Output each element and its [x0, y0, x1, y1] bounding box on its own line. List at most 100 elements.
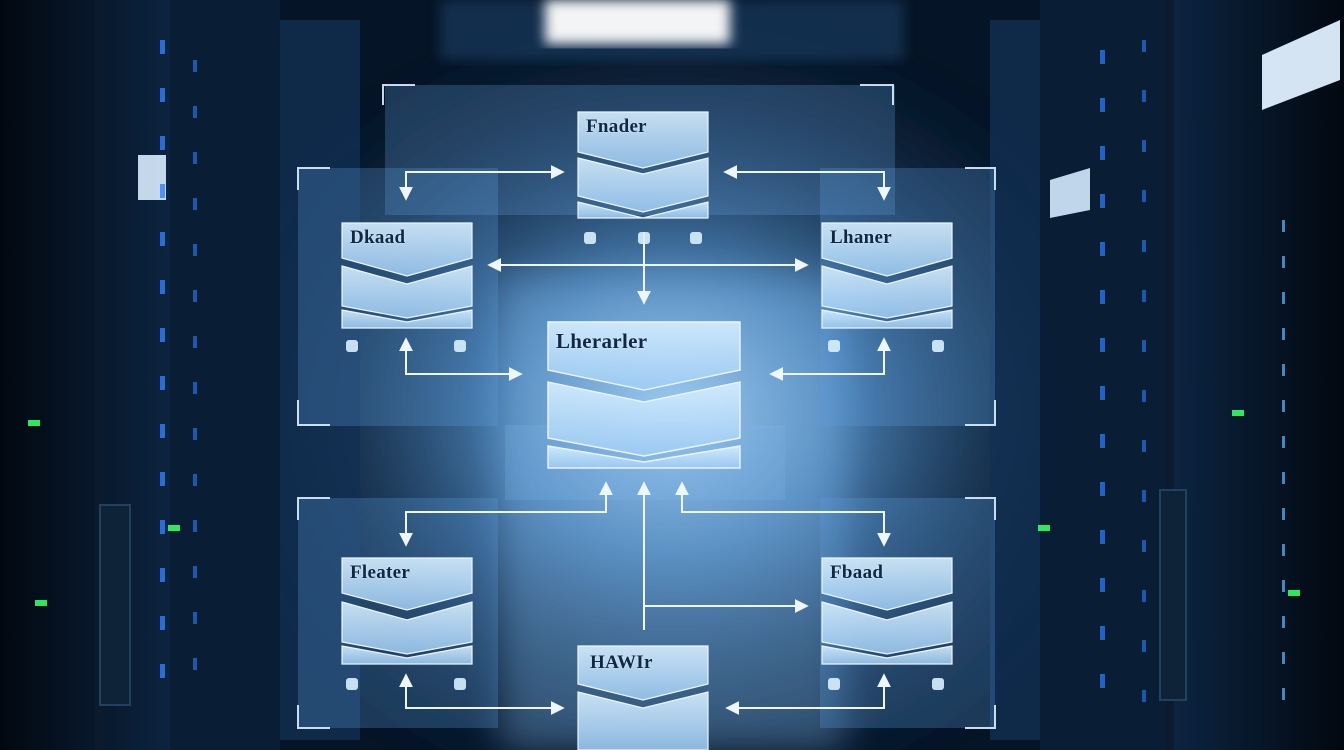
connector-node: [638, 232, 650, 244]
left-server-racks: [0, 0, 360, 750]
rack-led: [1282, 652, 1285, 664]
rack-led: [193, 612, 197, 624]
rack-led: [160, 568, 165, 582]
rack-led: [193, 152, 197, 164]
block-right-upper-shape: [821, 222, 953, 329]
rack-led: [193, 428, 197, 440]
block-center-label: Lherarler: [556, 329, 648, 353]
rack-led: [160, 664, 165, 678]
rack-led: [160, 616, 165, 630]
arrow: [399, 673, 565, 715]
rack-led: [160, 232, 165, 246]
rack-led: [160, 280, 165, 294]
rack-led: [1100, 578, 1105, 592]
rack-led: [193, 198, 197, 210]
rack-led: [1282, 472, 1285, 484]
rack-led: [35, 600, 47, 606]
block-left-upper-shape: [341, 222, 473, 329]
connector-node: [454, 678, 466, 690]
rack-led: [1100, 434, 1105, 448]
rack-led: [193, 658, 197, 670]
rack-led: [1282, 508, 1285, 520]
rack-led: [1100, 50, 1105, 64]
block-shapes: [341, 111, 953, 750]
rack-led: [160, 376, 165, 390]
rack-led: [1142, 140, 1146, 152]
connector-node: [828, 678, 840, 690]
connector-nodes: [346, 232, 944, 690]
rack-led: [193, 474, 197, 486]
rack-led: [1142, 540, 1146, 552]
rack-led: [1100, 530, 1105, 544]
arrow: [725, 673, 891, 715]
rack-led: [1142, 440, 1146, 452]
panel-corner-brackets: [297, 84, 996, 729]
rack-led: [1288, 590, 1300, 596]
rack-led: [193, 520, 197, 532]
rack-led: [1142, 390, 1146, 402]
rack-led: [160, 328, 165, 342]
block-bottom-label: HAWIr: [590, 652, 653, 673]
block-left-upper-label: Dkaad: [350, 227, 406, 248]
rack-led: [28, 420, 40, 426]
block-right-lower-label: Fbaad: [830, 562, 884, 583]
rack-led: [1282, 328, 1285, 340]
rack-led: [1282, 436, 1285, 448]
rack-led: [1142, 340, 1146, 352]
rack-led: [1100, 98, 1105, 112]
rack-led: [1100, 386, 1105, 400]
rack-led: [1142, 640, 1146, 652]
rack-led: [1100, 482, 1105, 496]
block-bottom-shape: [577, 645, 709, 750]
rack-led: [1142, 90, 1146, 102]
block-left-lower-label: Fleater: [350, 562, 411, 583]
rack-led: [1142, 490, 1146, 502]
rack-leds: [28, 40, 1300, 702]
rack-led: [1142, 190, 1146, 202]
rack-led: [193, 106, 197, 118]
block-top-shape: [577, 111, 709, 219]
rack-led: [160, 184, 165, 198]
rack-led: [1282, 544, 1285, 556]
connector-node: [346, 678, 358, 690]
rack-led: [1100, 242, 1105, 256]
rack-led: [160, 472, 165, 486]
rack-led: [1100, 146, 1105, 160]
rack-led: [1282, 688, 1285, 700]
rack-led: [1282, 256, 1285, 268]
right-server-racks: [990, 0, 1344, 750]
rack-led: [168, 525, 180, 531]
connector-node: [932, 340, 944, 352]
rack-led: [1142, 40, 1146, 52]
block-right-lower-shape: [821, 557, 953, 665]
rack-led: [1142, 240, 1146, 252]
rack-led: [193, 290, 197, 302]
rack-led: [1100, 626, 1105, 640]
connector-arrows: [399, 165, 891, 715]
rack-led: [1038, 525, 1050, 531]
rack-led: [1282, 616, 1285, 628]
rack-led: [1232, 410, 1244, 416]
rack-led: [193, 566, 197, 578]
rack-led: [1282, 364, 1285, 376]
rack-led: [193, 382, 197, 394]
rack-led: [160, 136, 165, 150]
rack-panel-light: [1262, 20, 1340, 110]
rack-led: [1142, 290, 1146, 302]
block-right-upper-label: Lhaner: [830, 227, 892, 248]
block-left-lower-shape: [341, 557, 473, 665]
connector-node: [690, 232, 702, 244]
rack-led: [1100, 674, 1105, 688]
rack-led: [1282, 220, 1285, 232]
rack-led: [160, 40, 165, 54]
rack-led: [1142, 590, 1146, 602]
rack-led: [1282, 400, 1285, 412]
rack-panel-light: [1050, 168, 1090, 218]
rack-led: [1100, 290, 1105, 304]
arrow: [723, 165, 891, 201]
connector-node: [828, 340, 840, 352]
rack-led: [193, 60, 197, 72]
rack-led: [1142, 690, 1146, 702]
rack-led: [1100, 338, 1105, 352]
